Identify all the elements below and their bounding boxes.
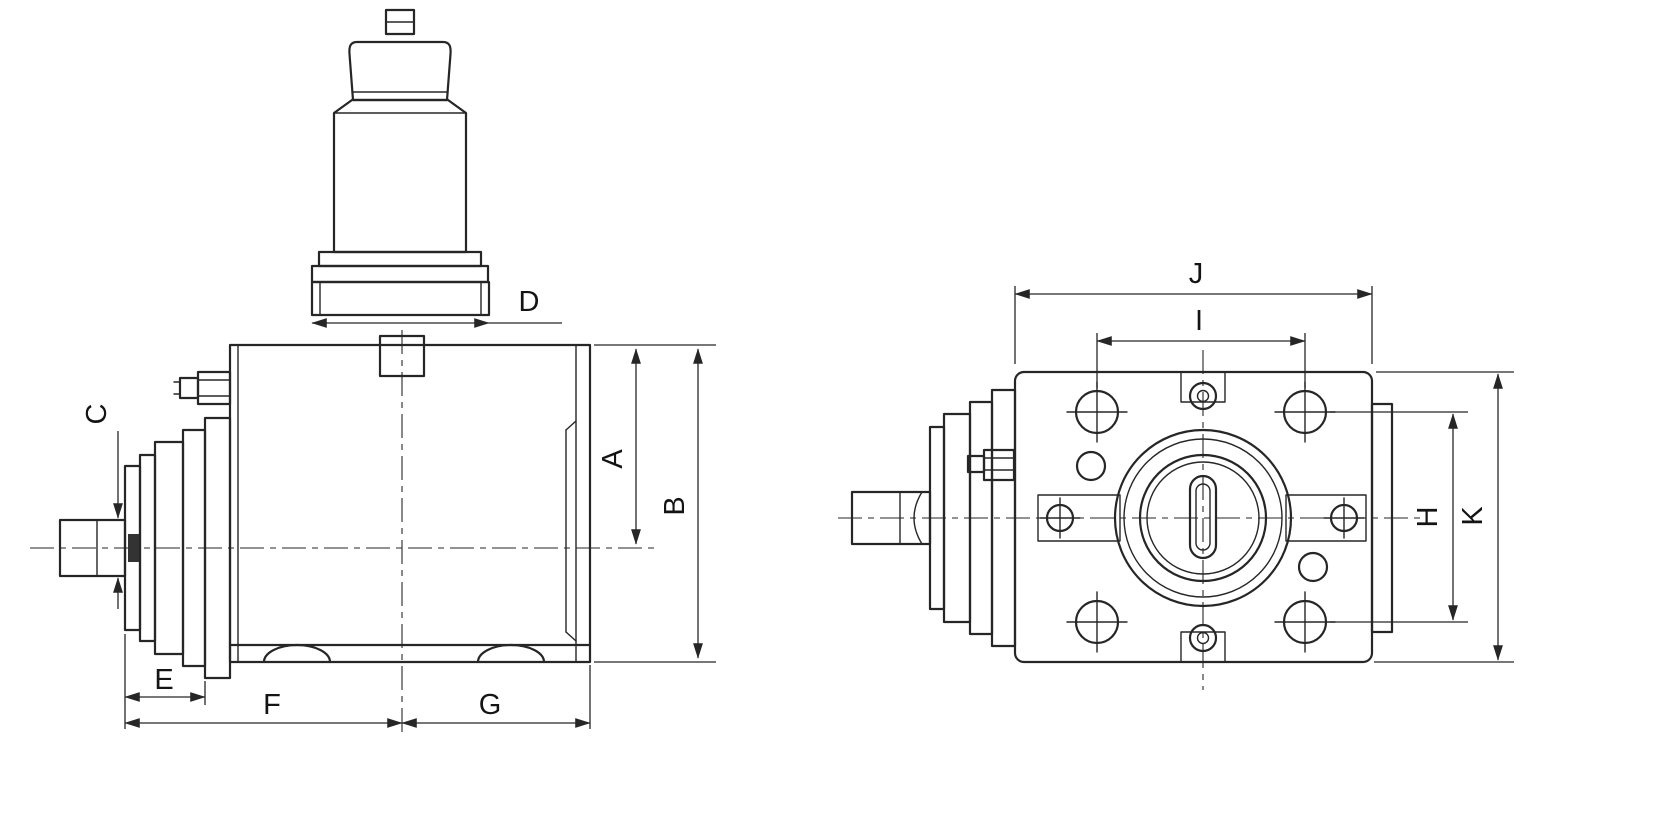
dimension-label-c: C: [81, 404, 113, 425]
gripper-flange: [310, 280, 491, 317]
grease-fitting: [173, 370, 232, 406]
mounting-slot: [262, 643, 332, 664]
dimension-f: F: [124, 689, 403, 728]
input-shaft: [850, 490, 932, 546]
dimension-a: A: [594, 344, 716, 545]
dimension-i: I: [1096, 305, 1306, 388]
dimension-label-b: B: [659, 496, 691, 515]
taper-shank: [332, 98, 468, 254]
dimension-label-h: H: [1412, 507, 1444, 528]
dimension-g: G: [401, 665, 591, 729]
spindle-bore: [1113, 428, 1293, 608]
body-outline: [228, 343, 592, 664]
dimension-h: H: [1330, 411, 1468, 623]
clamp-plate: [1370, 402, 1394, 634]
dimension-d: D: [311, 286, 562, 328]
dimension-label-i: I: [1195, 305, 1203, 337]
dimension-label-k: K: [1457, 506, 1489, 526]
dimension-label-a: A: [597, 449, 629, 469]
side-view: D A B C E F G: [30, 8, 716, 738]
dimension-b: B: [594, 348, 716, 663]
output-flange-stack: [58, 416, 232, 680]
body-plate: [1013, 370, 1374, 664]
corner-bolts: [1066, 381, 1336, 653]
socket-screw: [1188, 381, 1218, 411]
grease-fitting: [966, 448, 1016, 482]
flange-ring: [310, 264, 490, 284]
dimension-label-e: E: [154, 664, 173, 696]
flange-ring: [317, 250, 483, 268]
output-shaft: [58, 518, 127, 578]
keyway-slot: [128, 534, 139, 562]
input-flange-stack: [850, 388, 1017, 648]
socket-screw: [1188, 623, 1218, 653]
dimension-label-d: D: [519, 286, 540, 318]
dimension-label-f: F: [263, 689, 281, 721]
shaft-keyway: [913, 491, 923, 545]
plug-hole: [1075, 450, 1107, 482]
spindle-keyway: [1188, 474, 1218, 560]
dimension-c: C: [81, 404, 123, 609]
spindle-assembly: [310, 8, 491, 378]
dimension-label-j: J: [1189, 258, 1204, 290]
screw-pad: [1285, 494, 1367, 542]
dimension-j: J: [1014, 258, 1373, 364]
front-view: J I H K: [838, 258, 1514, 690]
mounting-slot: [476, 643, 546, 664]
orientation-key: [378, 334, 426, 378]
screw-pad: [1037, 494, 1121, 542]
dimension-label-g: G: [479, 689, 502, 721]
gearbox-body: [228, 343, 592, 664]
plug-hole: [1297, 551, 1329, 583]
dimension-k: K: [1374, 371, 1514, 663]
dimension-e: E: [124, 634, 206, 729]
